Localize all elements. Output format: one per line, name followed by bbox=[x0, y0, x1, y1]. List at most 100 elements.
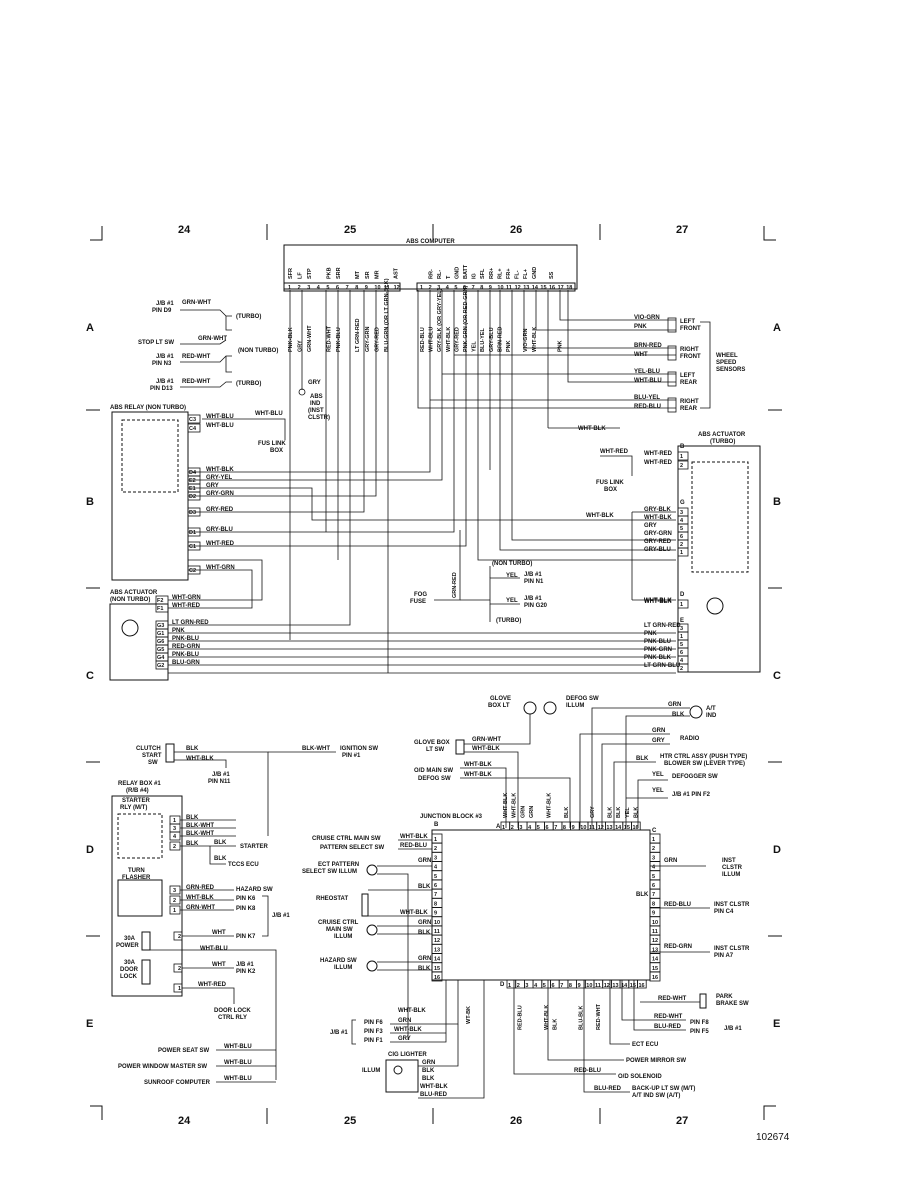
actuator-turbo-pin-wire: GRY-RED bbox=[644, 539, 672, 545]
actuator-turbo-pin-id: 1 bbox=[680, 602, 683, 608]
jb-conn-a: A bbox=[496, 824, 501, 830]
pin-f1: PIN F1 bbox=[364, 1038, 383, 1044]
backup-lt-sw: BACK-UP LT SW (M/T)A/T IND SW (A/T) bbox=[632, 1086, 695, 1099]
abs-left-pin-number: 7 bbox=[346, 285, 349, 291]
actuator-turbo-pin-wire: GRY-GRN bbox=[644, 531, 672, 537]
jb-a-pin-id: 5 bbox=[537, 825, 540, 831]
abs-right-pin-number: 18 bbox=[566, 285, 572, 291]
relay-pin-id: C1 bbox=[189, 544, 196, 550]
jb-c-pin-id: 14 bbox=[652, 957, 659, 963]
abs-left-pin-number: 10 bbox=[374, 285, 380, 291]
at-blk: BLK bbox=[672, 712, 685, 718]
relay-pin-wire: WHT-RED bbox=[206, 541, 235, 547]
relay-pin-id: E1 bbox=[189, 486, 196, 492]
row-label-right-E: E bbox=[773, 1018, 780, 1030]
row-label-right-B: B bbox=[773, 496, 781, 508]
abs-right-pin-number: 1 bbox=[420, 285, 423, 291]
actuator-nt-pin-id: F2 bbox=[157, 598, 163, 604]
jb-b-pin-box bbox=[431, 971, 443, 982]
abs-right-term-label: RL- bbox=[437, 270, 443, 279]
defogger-yel: YEL bbox=[652, 772, 664, 778]
hz-blk: BLK bbox=[418, 966, 431, 972]
abs-left-pin-number: 9 bbox=[365, 285, 368, 291]
actuator-turbo-pin-wire: GRY bbox=[644, 523, 657, 529]
cig-illum: ILLUM bbox=[362, 1068, 380, 1074]
inst-red-grn: RED-GRN bbox=[664, 944, 692, 950]
sunroof-computer: SUNROOF COMPUTER bbox=[144, 1080, 211, 1086]
door-pin-1: 1 bbox=[178, 986, 181, 992]
grn-wht-1: GRN-WHT bbox=[182, 300, 211, 306]
actuator-nt-pin-wire: RED-GRN bbox=[172, 644, 200, 650]
jb-a-pin-id: 16 bbox=[633, 825, 639, 831]
jb-b-pin-id: 11 bbox=[434, 929, 440, 935]
abs-left-wire-label: RED-WHT bbox=[326, 325, 332, 352]
jb-d-pin-id: 12 bbox=[604, 983, 610, 989]
abs-left-pin-number: 11 bbox=[384, 285, 390, 291]
abs-right-pin-number: 4 bbox=[446, 285, 450, 291]
jb-c-pin-id: 6 bbox=[652, 883, 655, 889]
turbo-label-2: (TURBO) bbox=[236, 381, 261, 387]
hz-grn: GRN bbox=[418, 956, 431, 962]
column-label-bottom-25: 25 bbox=[344, 1115, 356, 1127]
abs-left-term-label: AST bbox=[394, 267, 400, 279]
abs-right-wire-label: GRY-RED bbox=[454, 327, 460, 352]
abs-wiring-buses: WHT-BLK WHT-BLK WHT-BLK bbox=[168, 290, 676, 674]
abs-relay-title: ABS RELAY (NON TURBO) bbox=[110, 405, 186, 411]
jb-d-pin-id: 13 bbox=[612, 983, 618, 989]
f3-wht-blk: WHT-BLK bbox=[394, 1027, 422, 1033]
actuator-turbo-pin-id: 1 bbox=[680, 454, 683, 460]
wht-blk-relay-fb: WHT-BLK bbox=[578, 426, 606, 432]
actuator-nt-pin-wire: PNK bbox=[172, 628, 185, 634]
abs-right-pin-number: 15 bbox=[540, 285, 546, 291]
relay-wht-blu: WHT-BLU bbox=[255, 411, 283, 417]
column-label-top-25: 25 bbox=[344, 224, 356, 236]
pb-red-wht: RED-WHT bbox=[658, 996, 687, 1002]
actuator-nt-pin-wire: WHT-GRN bbox=[172, 595, 201, 601]
flasher-pin-wire: GRN-RED bbox=[186, 885, 215, 891]
flasher-pin-id: 1 bbox=[173, 908, 176, 914]
abs-right-pin-number: 14 bbox=[532, 285, 539, 291]
wheel-sensor-connector bbox=[667, 371, 677, 387]
abs-left-term-label: SR bbox=[365, 271, 371, 279]
abs-left-term-label: MR bbox=[374, 270, 380, 279]
power-wht-blu: WHT-BLU bbox=[200, 946, 228, 952]
actuator-turbo-connector-id: B bbox=[680, 444, 685, 450]
actuator-turbo-pin-id: 5 bbox=[680, 642, 683, 648]
column-label-top-26: 26 bbox=[510, 224, 522, 236]
rheo-wht-blk: WHT-BLK bbox=[400, 910, 428, 916]
row-label-left-E: E bbox=[86, 1018, 93, 1030]
inst-grn: GRN bbox=[664, 858, 677, 864]
wheel-sensor-connector bbox=[667, 345, 677, 361]
abs-left-wire-label: PNK-BLK bbox=[288, 327, 294, 352]
gb-grn-wht: GRN-WHT bbox=[472, 737, 501, 743]
relay-pin-wire: WHT-GRN bbox=[206, 565, 235, 571]
abs-right-pin-number: 6 bbox=[463, 285, 466, 291]
jb-d-pin-id: 3 bbox=[525, 983, 528, 989]
abs-left-wire-label: BLU-GRN (OR LT GRN-BLK) bbox=[384, 278, 390, 352]
actuator-nt-pin-wire: LT GRN-RED bbox=[172, 620, 209, 626]
jb-c-pin-id: 5 bbox=[652, 874, 655, 880]
actuator-turbo-pin-id: 1 bbox=[680, 550, 683, 556]
jb1-f-label: J/B #1 bbox=[724, 1026, 742, 1032]
sol-red-blu: RED-BLU bbox=[574, 1068, 601, 1074]
row-label-right-D: D bbox=[773, 844, 781, 856]
abs-left-term-label: PKB bbox=[326, 267, 332, 279]
actuator-turbo-pin-box bbox=[677, 460, 689, 470]
abs-right-term-label: RR+ bbox=[489, 268, 495, 279]
actuator-nt-pin-id: G3 bbox=[157, 623, 164, 629]
jb-d-wire-label: BLK bbox=[553, 1019, 559, 1030]
jb-a-wire-label: GRN bbox=[520, 806, 526, 818]
abs-right-term-label: RL+ bbox=[497, 268, 503, 279]
actuator-turbo-pin-wire: LT GRN-RED bbox=[644, 623, 681, 629]
jb-a-pin-id: 3 bbox=[519, 825, 522, 831]
